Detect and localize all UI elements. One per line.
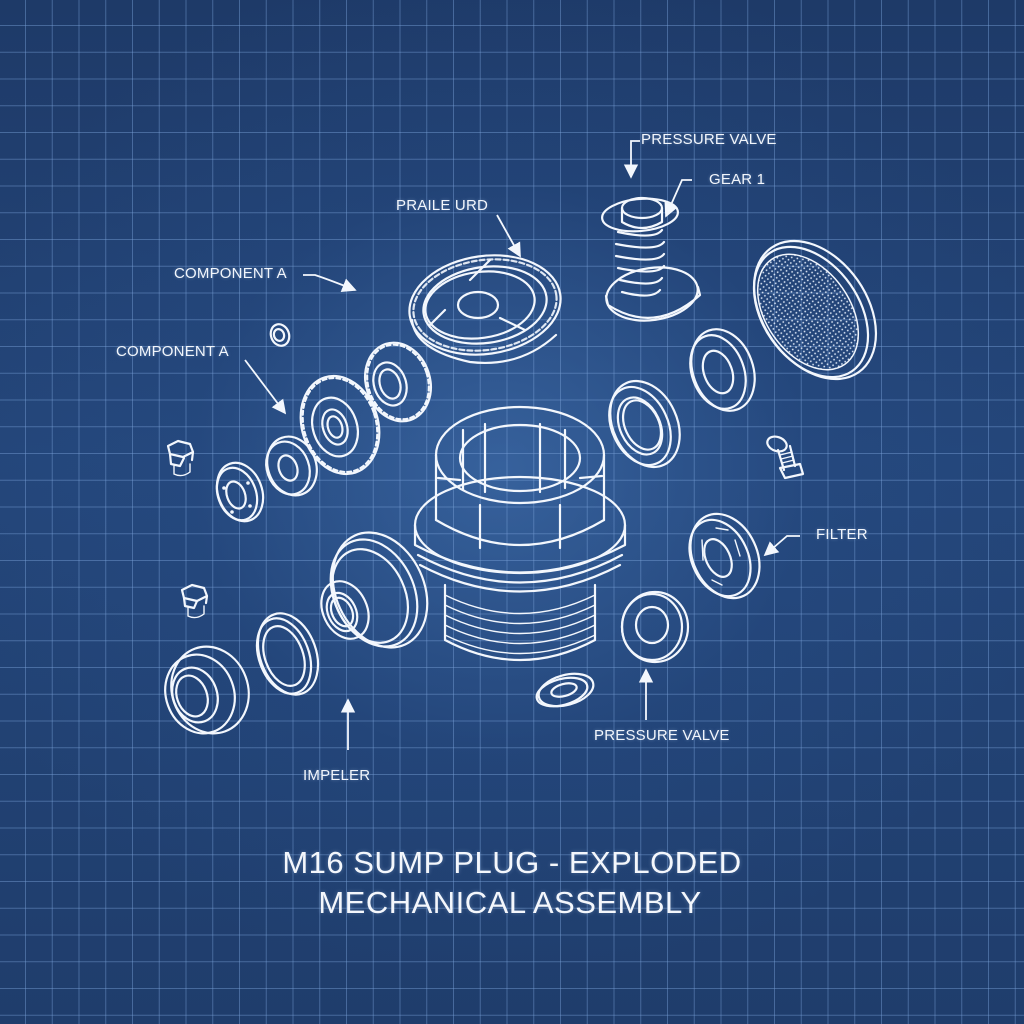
label-component-a-lower: COMPONENT A (116, 343, 229, 360)
flanged-bushing (320, 531, 429, 649)
diagram-title-line1: M16 SUMP PLUG - EXPLODED (282, 845, 742, 880)
small-gear-2 (364, 341, 432, 423)
label-component-a-upper: COMPONENT A (174, 265, 287, 282)
diagram-title-line2: MECHANICAL ASSEMBLY (318, 885, 702, 920)
label-pressure-valve-top: PRESSURE VALVE (641, 131, 777, 148)
arrow-pressure-valve-top (623, 140, 640, 179)
small-washer-lower (535, 672, 595, 708)
mesh-filter-disc (752, 239, 878, 381)
main-plug-body (413, 405, 627, 661)
bolt-right (766, 435, 805, 480)
large-gear (408, 254, 562, 364)
seal-ring-right-upper (689, 328, 756, 412)
arrow-component-a-upper (303, 274, 357, 293)
label-impeler: IMPELER (303, 767, 371, 784)
spring-valve (601, 196, 702, 322)
bolt-left-lower (180, 583, 209, 619)
label-pressure-valve-bottom: PRESSURE VALVE (594, 727, 730, 744)
arrow-praile-urd (496, 214, 521, 258)
arrow-filter (763, 535, 800, 557)
bearing-left (215, 461, 265, 523)
flat-washer-lower (620, 590, 690, 664)
o-ring-left (255, 612, 320, 696)
label-gear-1: GEAR 1 (709, 171, 766, 188)
seal-left (265, 435, 318, 497)
arrow-component-a-lower (244, 359, 287, 415)
leader-arrows (244, 140, 800, 750)
arrow-gear-1 (664, 179, 692, 218)
seal-ring-right-mid (608, 379, 681, 469)
bearing-cup-left (164, 645, 250, 735)
small-gear-1 (299, 374, 381, 476)
label-filter: FILTER (816, 526, 868, 543)
bolt-left-upper (166, 439, 195, 477)
label-praile-urd: PRAILE URD (396, 197, 489, 214)
tiny-ring (269, 323, 291, 347)
slotted-washer-right (688, 512, 761, 600)
